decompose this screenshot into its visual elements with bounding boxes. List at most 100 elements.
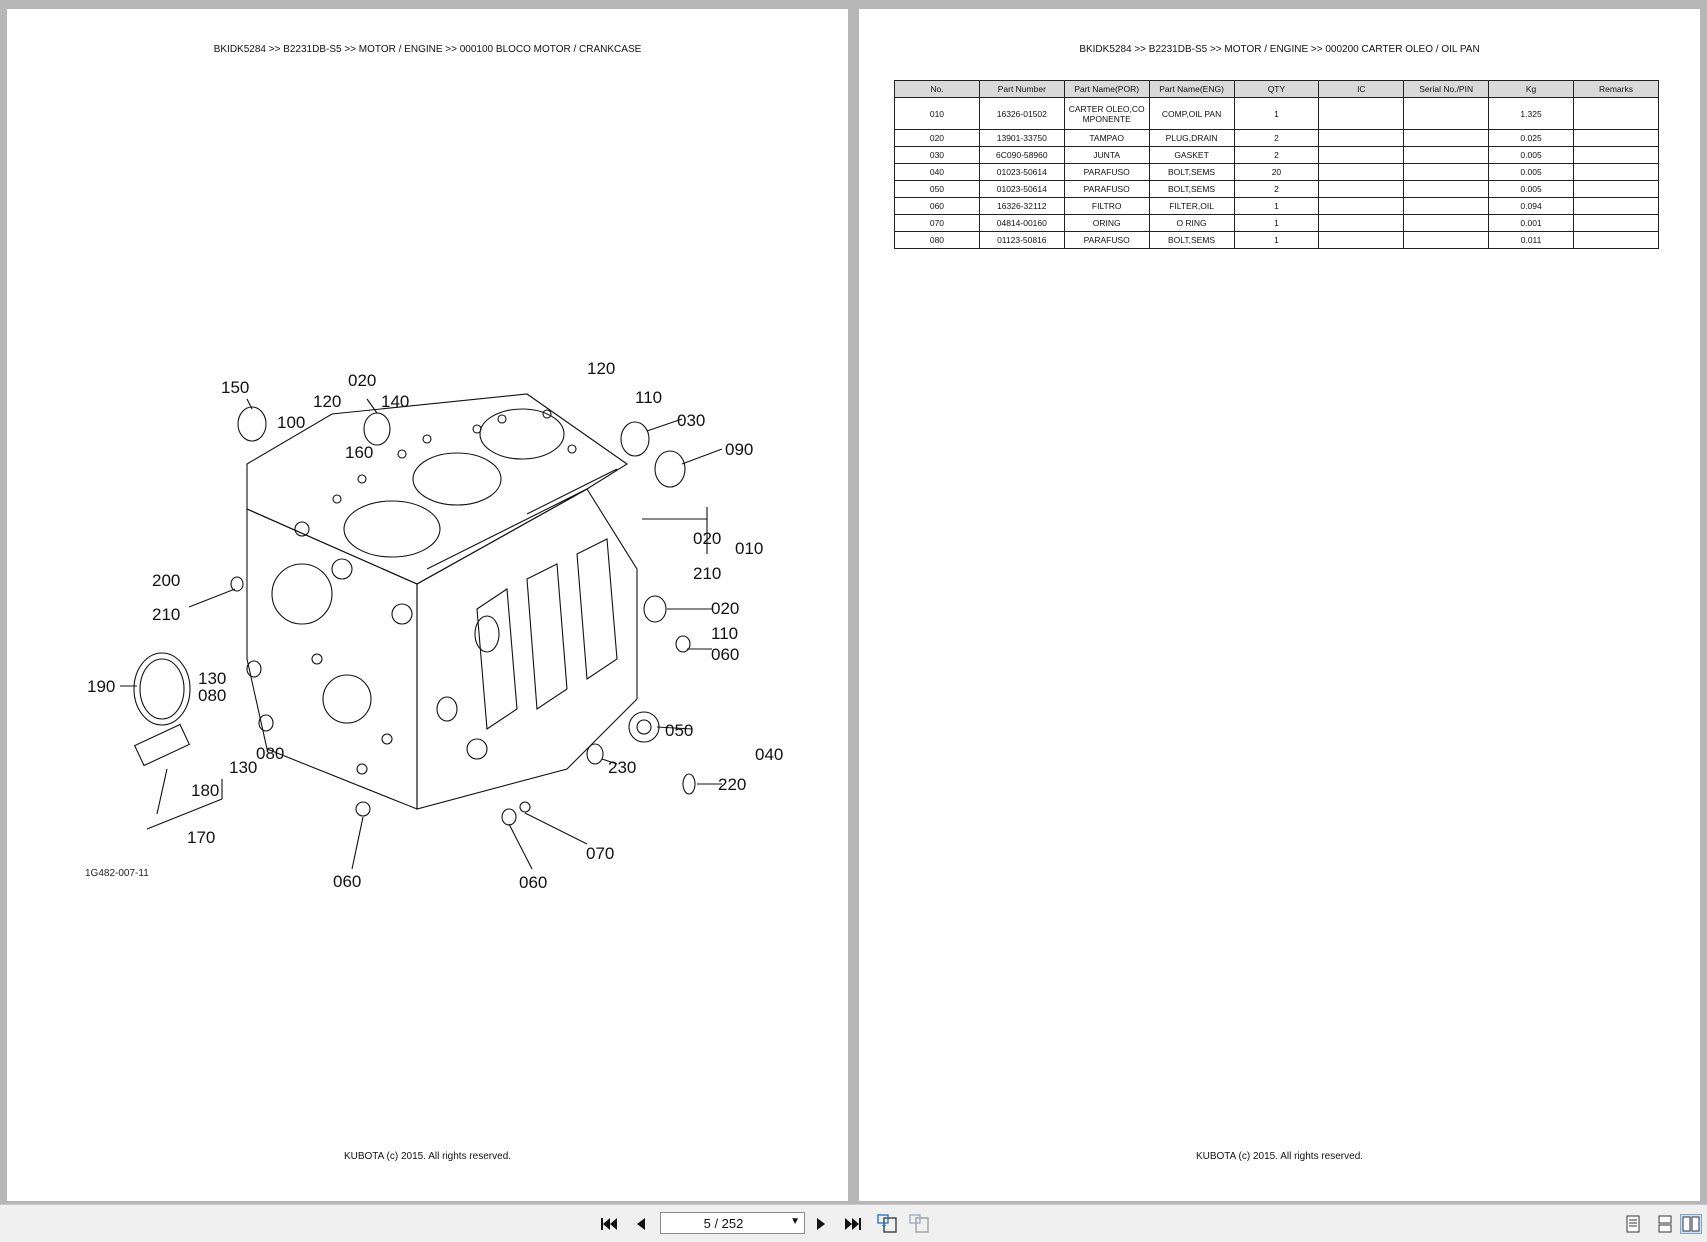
callout-210: 210	[693, 564, 721, 583]
cell-ic	[1318, 146, 1405, 164]
viewer-toolbar: 5 / 252 ▼	[0, 1204, 1707, 1242]
cell-serial	[1403, 163, 1490, 181]
two-page-view-icon[interactable]	[1680, 1214, 1702, 1234]
table-header-row: No. Part Number Part Name(POR) Part Name…	[894, 80, 1659, 98]
cell-serial	[1403, 97, 1490, 130]
callout-140: 140	[381, 392, 409, 411]
last-page-icon[interactable]	[842, 1214, 864, 1234]
cell-remarks	[1573, 180, 1659, 198]
first-page-icon[interactable]	[598, 1214, 620, 1234]
col-header-serial: Serial No./PIN	[1403, 80, 1490, 98]
cell-remarks	[1573, 163, 1659, 181]
cell-ic	[1318, 197, 1405, 215]
callout-230: 230	[608, 758, 636, 777]
cell-qty: 2	[1233, 180, 1320, 198]
cell-qty: 2	[1233, 146, 1320, 164]
continuous-view-icon[interactable]	[1654, 1214, 1676, 1234]
table-row: 020 13901-33750 TAMPAO PLUG,DRAIN 2 0.02…	[894, 129, 1659, 147]
col-header-part-number: Part Number	[978, 80, 1065, 98]
left-page: BKIDK5284 >> B2231DB-S5 >> MOTOR / ENGIN…	[7, 9, 848, 1201]
cell-qty: 20	[1233, 163, 1320, 181]
cell-serial	[1403, 214, 1490, 232]
cell-part-name-eng: COMP,OIL PAN	[1148, 97, 1235, 130]
cell-no: 070	[894, 214, 980, 232]
table-row: 050 01023-50614 PARAFUSO BOLT,SEMS 2 0.0…	[894, 180, 1659, 198]
cell-no: 020	[894, 129, 980, 147]
cell-kg: 0.005	[1488, 163, 1574, 181]
cell-part-name-por: FILTRO	[1063, 197, 1150, 215]
cell-part-number: 01123-50816	[978, 231, 1065, 249]
cell-part-number: 16326-32112	[978, 197, 1065, 215]
cell-part-name-eng: BOLT,SEMS	[1148, 231, 1235, 249]
callout-080: 080	[198, 686, 226, 705]
cell-kg: 0.011	[1488, 231, 1574, 249]
cell-part-name-eng: BOLT,SEMS	[1148, 180, 1235, 198]
col-header-kg: Kg	[1488, 80, 1574, 98]
cell-part-number: 01023-50614	[978, 180, 1065, 198]
callout-050: 050	[665, 721, 693, 740]
parts-table: No. Part Number Part Name(POR) Part Name…	[894, 80, 1659, 249]
callout-010: 010	[735, 539, 763, 558]
cell-part-name-por: JUNTA	[1063, 146, 1150, 164]
cell-part-number: 01023-50614	[978, 163, 1065, 181]
fit-width-icon[interactable]	[908, 1214, 930, 1234]
cell-kg: 0.005	[1488, 146, 1574, 164]
cell-part-name-eng: BOLT,SEMS	[1148, 163, 1235, 181]
col-header-remarks: Remarks	[1573, 80, 1659, 98]
col-header-ic: IC	[1318, 80, 1405, 98]
cell-remarks	[1573, 231, 1659, 249]
cell-part-name-por: PARAFUSO	[1063, 180, 1150, 198]
cell-ic	[1318, 163, 1405, 181]
callout-120: 120	[313, 392, 341, 411]
page-header: BKIDK5284 >> B2231DB-S5 >> MOTOR / ENGIN…	[213, 44, 642, 55]
callout-020: 020	[693, 529, 721, 548]
cell-no: 050	[894, 180, 980, 198]
callout-210: 210	[152, 605, 180, 624]
callout-220: 220	[718, 775, 746, 794]
single-page-view-icon[interactable]	[1622, 1214, 1644, 1234]
callout-170: 170	[187, 828, 215, 847]
table-row: 010 16326-01502 CARTER OLEO,COMPONENTE C…	[894, 97, 1659, 130]
callout-080: 080	[256, 744, 284, 763]
cell-no: 040	[894, 163, 980, 181]
cell-ic	[1318, 129, 1405, 147]
callout-150: 150	[221, 378, 249, 397]
cell-qty: 1	[1233, 231, 1320, 249]
cell-qty: 1	[1233, 197, 1320, 215]
page-indicator: 5 / 252	[703, 1216, 744, 1231]
cell-part-name-por: CARTER OLEO,COMPONENTE	[1063, 97, 1150, 130]
cell-no: 060	[894, 197, 980, 215]
col-header-no: No.	[894, 80, 980, 98]
callout-020: 020	[711, 599, 739, 618]
cell-remarks	[1573, 97, 1659, 130]
cell-kg: 0.001	[1488, 214, 1574, 232]
cell-part-name-por: TAMPAO	[1063, 129, 1150, 147]
cell-no: 010	[894, 97, 980, 130]
cell-kg: 0.025	[1488, 129, 1574, 147]
cell-part-name-eng: FILTER,OIL	[1148, 197, 1235, 215]
diagram-callouts: 150 020 120 140 100 120 110 030 090 160 …	[87, 359, 783, 892]
cell-kg: 0.094	[1488, 197, 1574, 215]
fit-page-icon[interactable]	[876, 1214, 898, 1234]
page-number-input[interactable]: 5 / 252 ▼	[660, 1212, 805, 1234]
callout-110: 110	[711, 624, 738, 643]
next-page-icon[interactable]	[810, 1214, 832, 1234]
cell-part-name-por: PARAFUSO	[1063, 231, 1150, 249]
cell-part-number: 16326-01502	[978, 97, 1065, 130]
cell-qty: 1	[1233, 97, 1320, 130]
table-row: 080 01123-50816 PARAFUSO BOLT,SEMS 1 0.0…	[894, 231, 1659, 249]
cell-serial	[1403, 231, 1490, 249]
callout-090: 090	[725, 440, 753, 459]
page-footer: KUBOTA (c) 2015. All rights reserved.	[1195, 1151, 1364, 1162]
cell-serial	[1403, 180, 1490, 198]
callout-110: 110	[635, 388, 662, 407]
prev-page-icon[interactable]	[630, 1214, 652, 1234]
callout-060: 060	[711, 645, 739, 664]
cell-kg: 1.325	[1488, 97, 1574, 130]
chevron-down-icon[interactable]: ▼	[790, 1216, 800, 1227]
callout-040: 040	[755, 745, 783, 764]
cell-part-number: 04814-00160	[978, 214, 1065, 232]
cell-kg: 0.005	[1488, 180, 1574, 198]
cell-qty: 2	[1233, 129, 1320, 147]
cell-part-name-eng: PLUG,DRAIN	[1148, 129, 1235, 147]
